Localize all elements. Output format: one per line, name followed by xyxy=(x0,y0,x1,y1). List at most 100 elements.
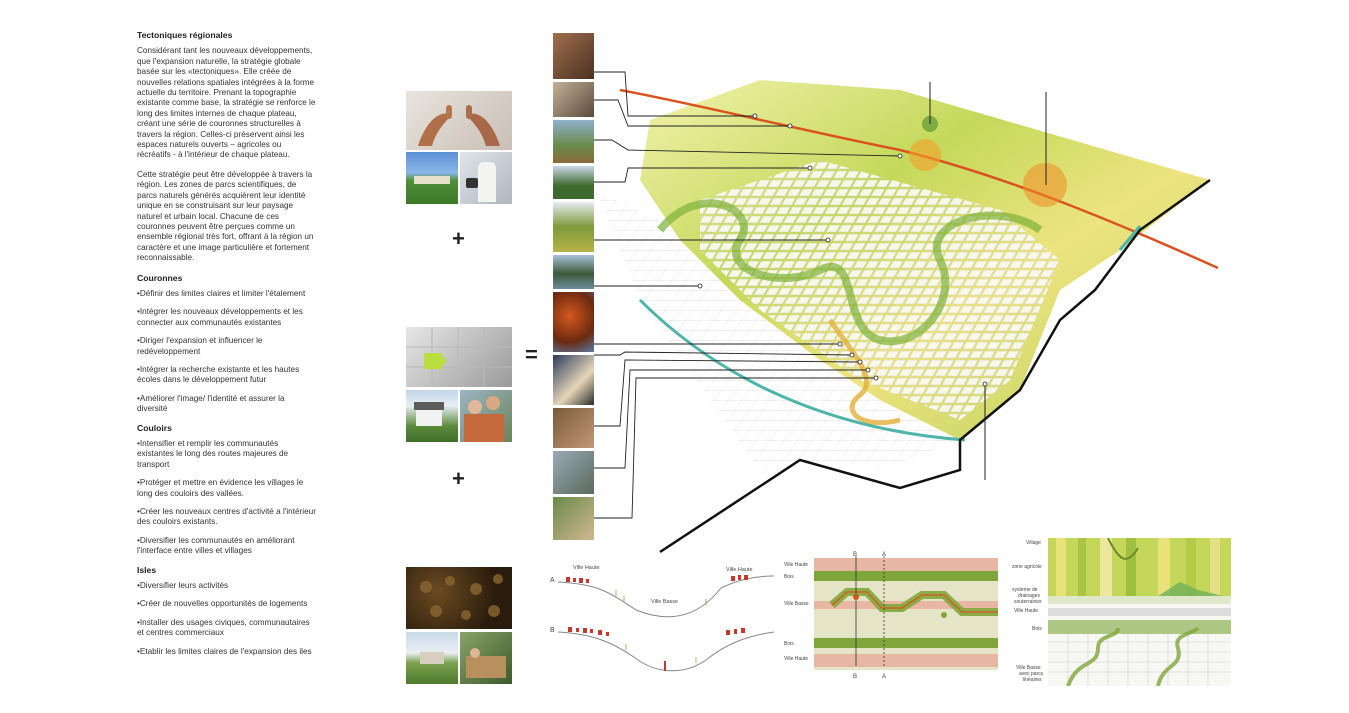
plan-diagram: B A B A Ville Haute Bois Ville Basse Boi… xyxy=(784,552,998,680)
strip-photo-11 xyxy=(553,497,594,540)
bullet-couloirs-4: •Diversifier les communautés en améliora… xyxy=(137,535,295,556)
detail-linear-park-1 xyxy=(1066,627,1120,686)
photo-market xyxy=(460,632,512,684)
bullet-isles-4: •Etablir les limites claires de l'expans… xyxy=(137,646,312,656)
photo-dark-texture xyxy=(406,567,512,629)
heading-tectoniques: Tectoniques régionales xyxy=(137,30,233,40)
plan-label-ville-haute-bottom: Ville Haute xyxy=(784,656,808,662)
section-label-ville-haute-left: Ville Haute xyxy=(573,565,600,571)
plan-band-bois-top xyxy=(814,571,998,581)
section-profile-a xyxy=(557,575,775,618)
hotspot-2 xyxy=(1023,163,1067,207)
plan-label-a-bottom: A xyxy=(882,674,886,680)
bullet-couronnes-5: •Améliorer l'image/ l'identité et assure… xyxy=(137,393,285,414)
green-corridor xyxy=(656,199,1043,346)
plan-label-ville-haute-top: Ville Haute xyxy=(784,562,808,568)
leader-endpoints xyxy=(697,113,988,387)
river-edge xyxy=(638,298,966,442)
detail-label-ville-basse-2: avec parcs xyxy=(1019,671,1044,677)
plan-label-b-bottom: B xyxy=(853,674,857,680)
detail-linear-park-2 xyxy=(1156,626,1200,686)
strip-photo-5 xyxy=(553,202,594,252)
plan-label-b-top: B xyxy=(853,552,857,558)
detail-agri-zone xyxy=(1048,538,1231,596)
section-label-ville-basse: Ville Basse xyxy=(651,599,678,605)
plan-node-1 xyxy=(853,594,859,600)
yellow-ring xyxy=(827,318,901,426)
strip-photo-1 xyxy=(553,33,594,79)
detail-label-drainage-1: système de xyxy=(1012,587,1038,593)
detail-drainage-band xyxy=(1048,596,1231,604)
bullet-couronnes-4: •Intégrer la recherche existante et les … xyxy=(137,364,300,385)
heading-couloirs: Couloirs xyxy=(137,422,172,433)
plan-label-a-top: A xyxy=(882,552,886,558)
detail-drainage-mound xyxy=(1158,582,1223,596)
strip-photo-2 xyxy=(553,82,594,117)
paragraph-1: Considérant tant les nouveaux développem… xyxy=(137,46,316,160)
plan-label-ville-basse: Ville Basse xyxy=(784,601,809,607)
bullet-isles-3: •Installer des usages civiques, communau… xyxy=(137,617,310,638)
strip-photo-4 xyxy=(553,166,594,199)
plan-band-ville-haute-bottom xyxy=(814,654,998,667)
leader-lines xyxy=(594,71,901,519)
plus-sign-1: + xyxy=(452,226,465,251)
strip-photo-6 xyxy=(553,255,594,289)
photo-puzzle xyxy=(406,327,512,387)
bullet-isles-1: •Diversifier leurs activités xyxy=(137,581,229,591)
bullet-couloirs-2: •Protéger et mettre en évidence les vill… xyxy=(137,478,304,498)
strip-photo-8 xyxy=(553,355,594,405)
section-diagram: A Ville Haute Ville Haute Ville Basse B xyxy=(550,565,775,672)
section-trees xyxy=(615,590,707,663)
plan-node-2 xyxy=(941,612,947,618)
plan-band-bois-bottom xyxy=(814,638,998,648)
detail-label-drainage-2: drainages xyxy=(1018,593,1040,599)
bullet-couronnes-2: •Intégrer les nouveaux développements et… xyxy=(137,307,303,327)
detail-ville-haute-band xyxy=(1048,608,1231,616)
regional-3d-map xyxy=(594,71,1219,554)
text-column: Tectoniques régionales Considérant tant … xyxy=(137,30,317,665)
bullet-couronnes-1: •Définir des limites claires et limiter … xyxy=(137,288,306,298)
plan-label-bois-bottom: Bois xyxy=(784,641,794,647)
detail-label-ville-basse-3: linéaires xyxy=(1023,677,1042,683)
bullet-couronnes-3: •Diriger l'expansion et influencer le re… xyxy=(137,336,263,356)
section-label-b: B xyxy=(550,627,555,634)
plan-road xyxy=(831,591,998,613)
photo-hands xyxy=(406,91,512,150)
detail-village-path xyxy=(1107,538,1139,560)
grid-plain xyxy=(596,190,960,470)
strip-photo-3 xyxy=(553,120,594,163)
river-edge-2 xyxy=(1118,225,1142,251)
detail-label-bois: Bois xyxy=(1032,626,1042,632)
detail-bois-band xyxy=(1048,620,1231,634)
section-a-buildings xyxy=(566,575,748,583)
plateau-outline xyxy=(659,178,1211,554)
strip-photo-9 xyxy=(553,408,594,448)
detail-grid xyxy=(1048,634,1231,686)
photo-house xyxy=(406,390,458,442)
section-profile-b xyxy=(557,631,775,672)
detail-label-ville-basse-1: Ville Basse xyxy=(1016,665,1041,671)
main-road xyxy=(619,88,1219,270)
bullet-isles-2: •Créer de nouvelles opportunités de loge… xyxy=(137,599,308,609)
heading-couronnes: Couronnes xyxy=(137,272,183,283)
equals-sign: = xyxy=(525,342,538,367)
strip-photo-10 xyxy=(553,451,594,494)
detail-diagram: Village zone agricole système de drainag… xyxy=(1012,538,1231,686)
photo-people-group xyxy=(460,390,512,442)
plus-sign-2: + xyxy=(452,466,465,491)
heading-isles: Isles xyxy=(137,564,157,575)
hotspot-1 xyxy=(909,139,941,171)
detail-label-village: Village xyxy=(1026,540,1041,546)
photo-lab-researcher xyxy=(460,152,512,204)
section-label-a: A xyxy=(550,577,555,584)
section-b-buildings xyxy=(568,627,745,671)
plan-band-ville-haute-top xyxy=(814,558,998,571)
photo-park-building xyxy=(406,152,458,204)
detail-label-drainage-3: souterraines xyxy=(1014,599,1042,605)
detail-field-strips xyxy=(1056,538,1220,596)
bullet-couloirs-3: •Créer les nouveaux centres d'activité a… xyxy=(137,507,316,527)
strip-photo-7 xyxy=(553,292,594,352)
photo-garden-house xyxy=(406,632,458,684)
paragraph-2: Cette stratégie peut être développée à t… xyxy=(137,169,314,263)
section-label-ville-haute-right: Ville Haute xyxy=(726,567,753,573)
